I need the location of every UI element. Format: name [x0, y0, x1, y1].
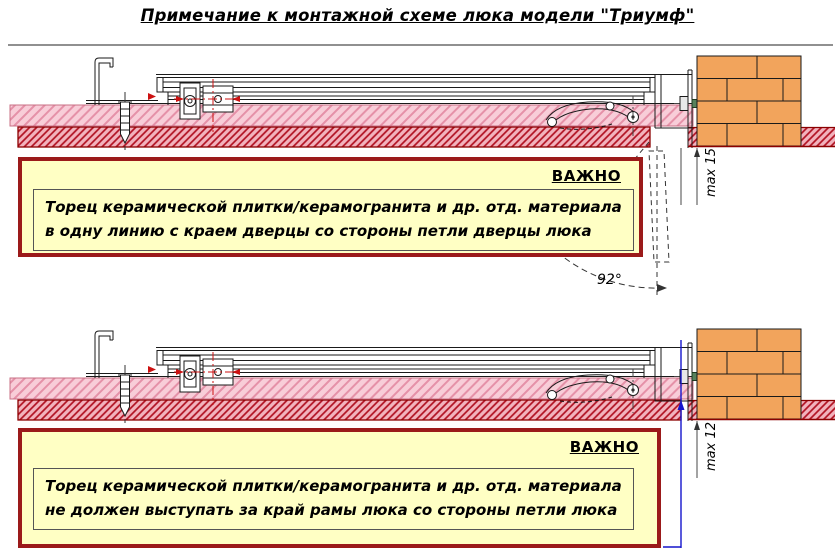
flush-alignment-line — [663, 340, 685, 548]
note-text-bottom: Торец керамической плитки/керамогранита … — [33, 468, 634, 530]
dimension-max-15: max 15 — [704, 148, 719, 197]
page-title: Примечание к монтажной схеме люка модели… — [140, 6, 695, 25]
note-top-line1: Торец керамической плитки/керамогранита … — [45, 198, 622, 216]
dimension-angle-92: 92° — [597, 272, 622, 288]
important-badge-bottom: ВАЖНО — [569, 438, 639, 456]
note-bottom-line1: Торец керамической плитки/керамогранита … — [45, 477, 622, 495]
dimension-max-12: max 12 — [704, 422, 719, 471]
note-box-top: ВАЖНО Торец керамической плитки/керамогр… — [18, 157, 643, 257]
bottom-drawing — [9, 328, 835, 548]
note-bottom-line2: не должен выступать за край рамы люка со… — [45, 501, 618, 519]
tile-band-bottom-drawing — [17, 399, 682, 421]
top-drawing — [9, 55, 835, 296]
tile-band-top-drawing — [17, 126, 651, 148]
note-top-line2: в одну линию с краем дверцы со стороны п… — [45, 222, 592, 240]
note-box-bottom: ВАЖНО Торец керамической плитки/керамогр… — [18, 428, 661, 548]
note-text-top: Торец керамической плитки/керамогранита … — [33, 189, 634, 251]
important-badge-top: ВАЖНО — [551, 167, 621, 185]
